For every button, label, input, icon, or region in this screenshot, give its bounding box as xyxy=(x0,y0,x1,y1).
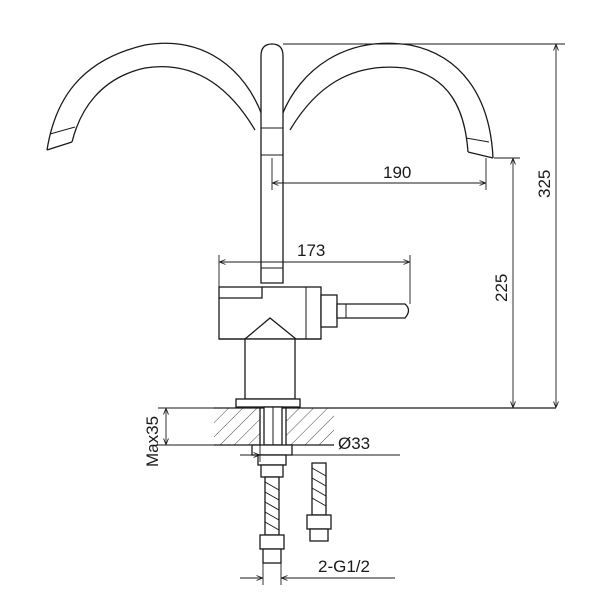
spout-right-position xyxy=(281,42,494,159)
label-inlet-hoses: 2-G1/2 xyxy=(318,557,370,576)
label-max-thickness: Max35 xyxy=(143,416,162,467)
label-total-height: 325 xyxy=(535,170,554,198)
handle-lever xyxy=(320,294,410,328)
dimension-hole-diameter xyxy=(240,445,400,462)
spout-left-position xyxy=(46,42,263,151)
dimension-max-thickness xyxy=(158,407,214,446)
label-spout-reach: 190 xyxy=(383,163,411,182)
dimension-inlet-hoses xyxy=(240,563,395,585)
label-spout-height: 225 xyxy=(492,274,511,302)
dimension-spout-reach xyxy=(271,158,487,190)
label-body-width: 173 xyxy=(297,241,325,260)
dimension-total-height xyxy=(283,43,565,407)
dimension-spout-height xyxy=(494,157,520,407)
base-column xyxy=(235,338,301,408)
dimension-body-width xyxy=(218,255,411,304)
label-hole-diameter: Ø33 xyxy=(338,434,370,453)
mixer-body xyxy=(218,286,322,340)
mounting-assembly xyxy=(251,406,332,564)
